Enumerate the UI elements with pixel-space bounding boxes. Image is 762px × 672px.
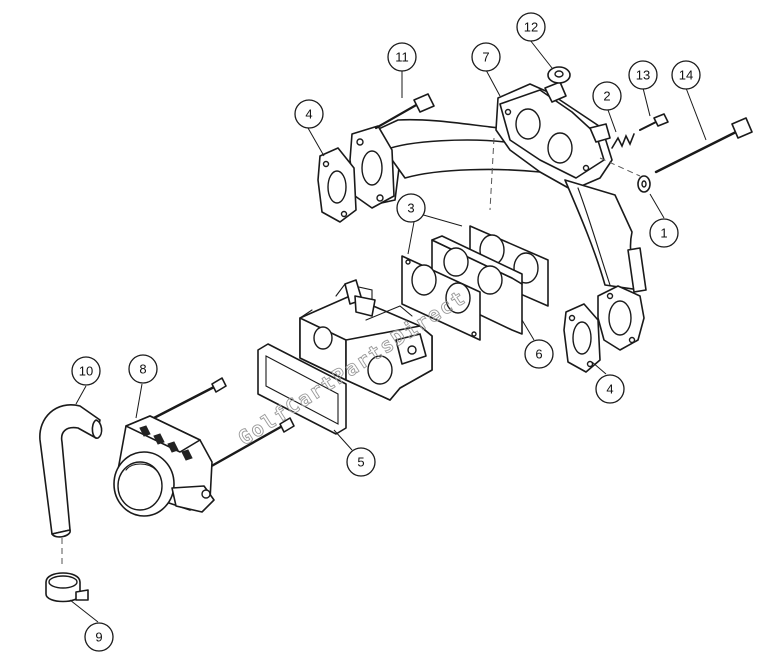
callout-7: 7 bbox=[471, 42, 501, 72]
callout-6-label: 6 bbox=[535, 347, 542, 362]
callout-3-label: 3 bbox=[407, 201, 414, 216]
hose-clamp bbox=[45, 572, 89, 603]
breather-hose bbox=[39, 404, 103, 568]
callout-13: 13 bbox=[628, 60, 658, 90]
callout-10: 10 bbox=[71, 356, 101, 386]
washer-1 bbox=[637, 175, 651, 193]
callout-4-left-label: 4 bbox=[305, 107, 312, 122]
callout-1: 1 bbox=[649, 218, 679, 248]
callout-14: 14 bbox=[671, 60, 701, 90]
callout-13-label: 13 bbox=[636, 68, 650, 83]
callout-4-right: 4 bbox=[595, 374, 625, 404]
alignment-lines bbox=[489, 137, 641, 211]
callout-3: 3 bbox=[396, 193, 426, 223]
callout-9: 9 bbox=[84, 622, 114, 652]
gasket-left bbox=[317, 147, 357, 223]
callout-2-label: 2 bbox=[603, 89, 610, 104]
screw-13 bbox=[639, 113, 669, 131]
bolt-14 bbox=[654, 117, 753, 174]
air-box-gasket bbox=[257, 343, 347, 435]
callout-12-label: 12 bbox=[524, 20, 538, 35]
intake-manifold bbox=[349, 81, 647, 351]
carburetor bbox=[299, 279, 433, 401]
callout-4-left: 4 bbox=[294, 99, 324, 129]
callout-10-label: 10 bbox=[79, 364, 93, 379]
callout-8: 8 bbox=[128, 354, 158, 384]
callout-11-label: 11 bbox=[395, 50, 409, 65]
spring-2 bbox=[611, 133, 635, 149]
nut-12 bbox=[547, 66, 571, 84]
callout-4-right-label: 4 bbox=[606, 382, 613, 397]
callout-5-label: 5 bbox=[357, 455, 364, 470]
callout-9-label: 9 bbox=[95, 630, 102, 645]
callout-2: 2 bbox=[592, 81, 622, 111]
callout-11: 11 bbox=[387, 42, 417, 72]
callout-14-label: 14 bbox=[679, 68, 693, 83]
air-intake-adapter bbox=[113, 377, 295, 517]
gasket-right bbox=[563, 303, 601, 373]
callout-6: 6 bbox=[524, 339, 554, 369]
leader-lines bbox=[69, 39, 707, 623]
callout-7-label: 7 bbox=[482, 50, 489, 65]
callout-12: 12 bbox=[516, 12, 546, 42]
callout-5: 5 bbox=[346, 447, 376, 477]
carburetor-gasket-set bbox=[401, 225, 549, 341]
callout-1-label: 1 bbox=[660, 226, 667, 241]
callout-8-label: 8 bbox=[139, 362, 146, 377]
bolt-11 bbox=[374, 93, 435, 130]
